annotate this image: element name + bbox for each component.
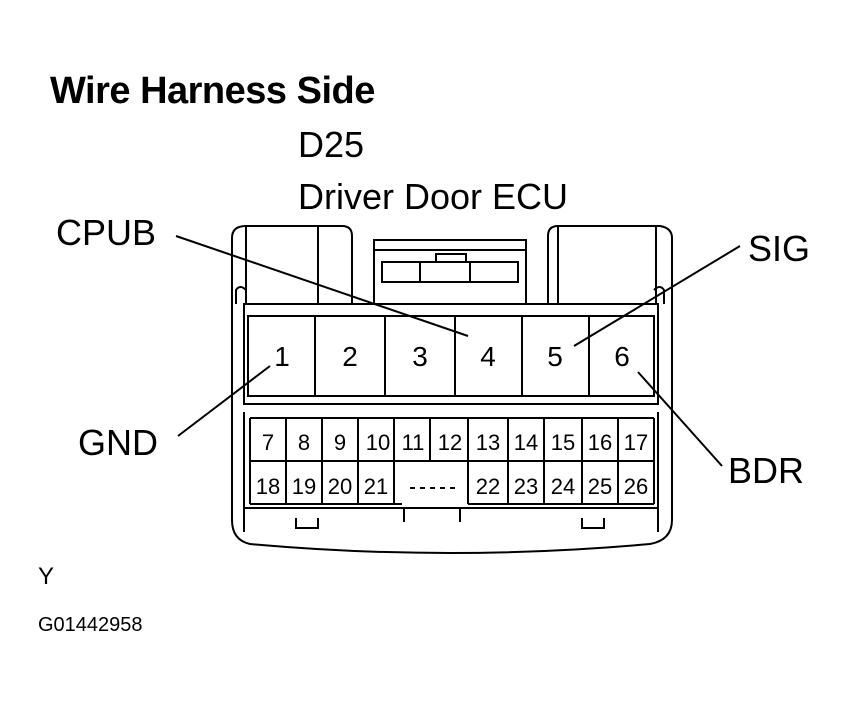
pin-9: 9: [334, 430, 346, 455]
pin-21: 21: [364, 474, 388, 499]
pin-16: 16: [588, 430, 612, 455]
leader-gnd: [177, 365, 271, 437]
pin-18: 18: [256, 474, 280, 499]
pin-3: 3: [412, 341, 428, 372]
pin-1: 1: [274, 341, 290, 372]
pin-5: 5: [547, 341, 563, 372]
pin-13: 13: [476, 430, 500, 455]
figure-id: G01442958: [38, 614, 143, 636]
diagram-title: Wire Harness Side: [50, 70, 375, 112]
pin-17: 17: [624, 430, 648, 455]
pin-11: 11: [402, 430, 425, 455]
pin-23: 23: [514, 474, 538, 499]
pin-8: 8: [298, 430, 310, 455]
connector-name: Driver Door ECU: [298, 176, 569, 217]
pin-4: 4: [480, 341, 496, 372]
pin-19: 19: [292, 474, 316, 499]
color-code: Y: [38, 563, 55, 590]
connector-body: [231, 225, 673, 554]
pin-cell-6: [588, 315, 655, 397]
pin-20: 20: [328, 474, 352, 499]
label-bdr: BDR: [728, 450, 805, 491]
connector-id: D25: [298, 124, 365, 165]
pin-7: 7: [262, 430, 274, 455]
pin-24: 24: [551, 474, 575, 499]
pin-15: 15: [551, 430, 575, 455]
pin-10: 10: [366, 430, 390, 455]
pin-12: 12: [438, 430, 462, 455]
pin-26: 26: [624, 474, 648, 499]
label-sig: SIG: [748, 228, 811, 269]
pin-6: 6: [614, 341, 630, 372]
pin-22: 22: [476, 474, 500, 499]
leader-bdr: [637, 371, 723, 467]
connector-latch: [374, 249, 526, 283]
pin-14: 14: [514, 430, 538, 455]
leader-sig: [573, 245, 741, 347]
leader-cpub: [175, 235, 469, 337]
label-gnd: GND: [78, 422, 158, 463]
pin-25: 25: [588, 474, 612, 499]
pin-2: 2: [342, 341, 358, 372]
label-cpub: CPUB: [56, 212, 157, 253]
